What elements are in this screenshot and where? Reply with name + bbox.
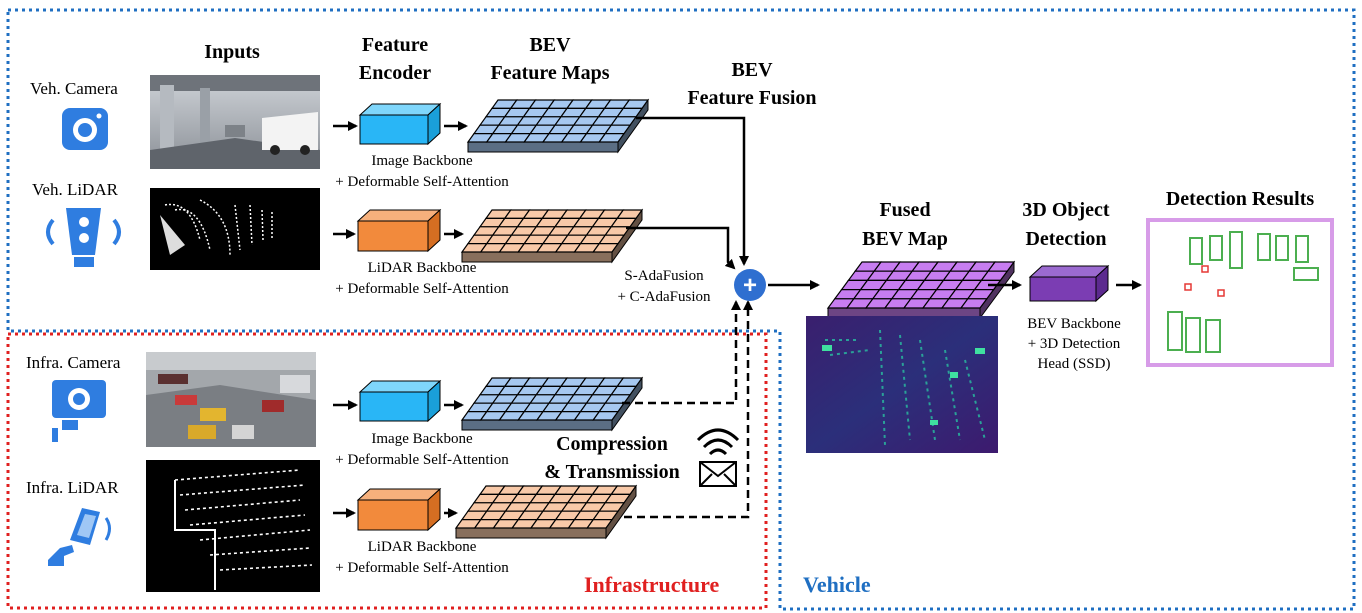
deformable-caption-1: + Deformable Self-Attention <box>335 174 509 190</box>
lidar-icon <box>46 208 121 267</box>
inputs-header: Inputs <box>204 41 260 63</box>
fusion-node: + <box>734 269 766 301</box>
infrastructure-label: Infrastructure <box>584 572 719 597</box>
feature-encoder-header-1: Feature <box>362 34 428 56</box>
compression-label-2: & Transmission <box>544 461 679 483</box>
fused-header-1: Fused <box>879 199 930 221</box>
envelope-icon <box>699 461 737 487</box>
fused-header-2: BEV Map <box>862 228 948 250</box>
infra-camera-label: Infra. Camera <box>26 353 121 372</box>
fused-bev-grid <box>826 260 1016 320</box>
results-header: Detection Results <box>1166 188 1315 210</box>
vehicle-region-border <box>6 8 1356 611</box>
detection-results-panel <box>1146 218 1334 367</box>
infra-lidar-label: Infra. LiDAR <box>26 478 119 497</box>
bev-fusion-header-2: Feature Fusion <box>687 87 816 109</box>
vehicle-label: Vehicle <box>803 572 871 597</box>
fusion-plus-symbol: + <box>743 272 757 299</box>
deformable-caption-2: + Deformable Self-Attention <box>335 281 509 297</box>
detection-header-1: 3D Object <box>1022 199 1110 221</box>
infra-lidar-icon <box>48 508 111 566</box>
veh-lidar-label: Veh. LiDAR <box>32 180 119 199</box>
veh-image-encoder <box>358 102 442 146</box>
veh-lidar-encoder <box>356 208 442 253</box>
bev-fusion-header-1: BEV <box>731 59 773 81</box>
veh-camera-label: Veh. Camera <box>30 79 118 98</box>
bev-grid-cell <box>598 133 626 143</box>
infra-lidar-image <box>146 460 320 592</box>
veh-camera-image <box>150 75 320 169</box>
det-head-caption-1: + 3D Detection <box>1028 336 1121 352</box>
compression-label-1: Compression <box>556 433 668 455</box>
c-adafusion-label: + C-AdaFusion <box>617 289 711 305</box>
arrow-veh-lidar-to-fusion <box>626 226 736 270</box>
infra-camera-bev-grid <box>460 376 644 432</box>
infra-image-backbone-caption: Image Backbone <box>371 431 473 447</box>
bev-backbone-caption: BEV Backbone <box>1027 316 1121 332</box>
deformable-caption-3: + Deformable Self-Attention <box>335 452 509 468</box>
wireless-icon <box>696 428 740 456</box>
feature-encoder-header-2: Encoder <box>359 62 431 84</box>
fused-bev-heatmap <box>806 316 998 453</box>
infra-camera-icon <box>52 380 106 442</box>
infra-lidar-bev-grid <box>454 484 638 540</box>
detection-head-block <box>1028 264 1110 303</box>
det-head-caption-2: Head (SSD) <box>1038 356 1111 372</box>
bev-grid-cell <box>592 243 620 253</box>
lidar-backbone-caption: LiDAR Backbone <box>368 260 477 276</box>
arrow-infra-lidar-to-fusion <box>624 300 753 519</box>
veh-lidar-bev-grid <box>460 208 644 264</box>
bev-maps-header-2: Feature Maps <box>490 62 609 84</box>
veh-lidar-image <box>150 188 320 270</box>
infra-lidar-encoder <box>356 487 442 532</box>
infra-camera-image <box>146 352 316 447</box>
infra-image-encoder <box>358 379 442 423</box>
s-adafusion-label: S-AdaFusion <box>624 268 704 284</box>
image-backbone-caption: Image Backbone <box>371 153 473 169</box>
veh-camera-bev-grid <box>466 98 650 154</box>
infra-lidar-backbone-caption: LiDAR Backbone <box>368 539 477 555</box>
detection-header-2: Detection <box>1025 228 1106 250</box>
bev-grid-cell <box>959 298 988 309</box>
infrastructure-region-border <box>6 332 768 610</box>
camera-icon <box>62 108 108 150</box>
deformable-caption-4: + Deformable Self-Attention <box>335 560 509 576</box>
bev-grid-cell <box>592 411 620 421</box>
arrow-veh-cam-to-fusion <box>636 116 749 266</box>
bev-maps-header-1: BEV <box>529 34 571 56</box>
bev-grid-cell <box>586 518 614 529</box>
